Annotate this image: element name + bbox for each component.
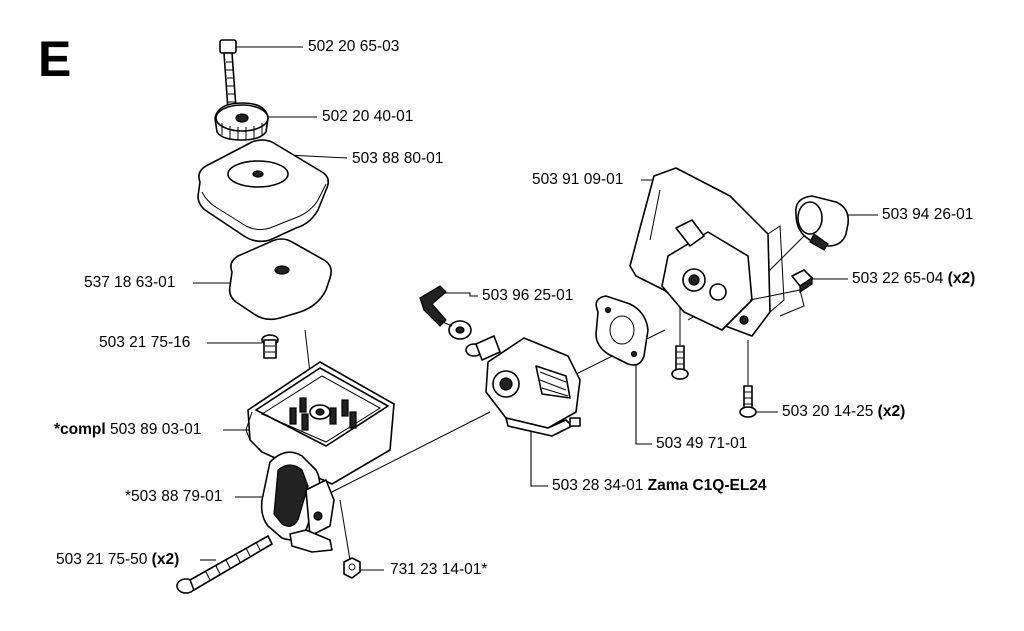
knob-part	[214, 102, 269, 141]
part-number: 503 89 03-01	[110, 421, 202, 438]
gasket-part	[595, 295, 649, 366]
label-long-screw: 503 21 75-50 (x2)	[56, 551, 179, 569]
label-filter-housing: *compl 503 89 03-01	[54, 421, 201, 439]
part-number: 503 22 65-04	[852, 270, 944, 287]
carburetor-part	[465, 335, 581, 437]
label-throttle-lever: 503 96 25-01	[482, 287, 573, 305]
part-number: 503 20 14-25	[782, 403, 874, 420]
primer-cover-part	[260, 451, 335, 553]
label-bolt-top: 502 20 65-03	[308, 38, 399, 56]
label-knob: 502 20 40-01	[322, 108, 413, 126]
carburetor-model: Zama C1Q-EL24	[647, 477, 767, 494]
part-number: 502 20 65-03	[308, 38, 400, 55]
part-number: *503 88 79-01	[125, 488, 223, 505]
quantity: (x2)	[947, 270, 976, 287]
label-boot: 503 94 26-01	[882, 206, 973, 224]
nut-part	[343, 557, 361, 579]
filter-part	[228, 238, 332, 321]
label-screw-right: 503 20 14-25 (x2)	[782, 403, 905, 421]
filter-cover-part	[197, 139, 330, 243]
part-prefix: *compl	[54, 421, 106, 438]
section-letter: E	[38, 31, 72, 87]
part-number: 503 88 80-01	[352, 150, 444, 167]
part-number: 503 21 75-16	[99, 334, 191, 351]
part-number: 503 91 09-01	[532, 171, 624, 188]
label-filter: 537 18 63-01	[84, 274, 175, 292]
label-gasket: 503 49 71-01	[656, 435, 747, 453]
label-filter-cover: 503 88 80-01	[352, 150, 443, 168]
part-number: 503 94 26-01	[882, 206, 974, 223]
part-number: 503 28 34-01	[552, 477, 644, 494]
intake-adapter-part	[629, 167, 805, 337]
part-number: 503 96 25-01	[482, 287, 574, 304]
small-screw-part	[261, 334, 279, 359]
part-number: 731 23 14-01*	[390, 561, 488, 578]
clip-part	[791, 269, 813, 294]
part-number: 502 20 40-01	[322, 108, 414, 125]
label-intake-adapter: 503 91 09-01	[532, 171, 623, 189]
quantity: (x2)	[151, 551, 180, 568]
housing-pegs	[289, 397, 357, 431]
bolt-top-part	[219, 39, 237, 111]
long-screw-part	[176, 535, 273, 594]
filter-housing-part	[245, 361, 395, 485]
quantity: (x2)	[877, 403, 906, 420]
label-small-screw: 503 21 75-16	[99, 334, 190, 352]
part-number: 503 49 71-01	[656, 435, 748, 452]
label-primer-cover: *503 88 79-01	[125, 488, 222, 506]
part-number: 537 18 63-01	[84, 274, 176, 291]
screws-right-part	[671, 345, 757, 418]
label-clip: 503 22 65-04 (x2)	[852, 270, 975, 288]
part-number: 503 21 75-50	[56, 551, 148, 568]
boot-part	[795, 195, 850, 251]
label-carburetor: 503 28 34-01 Zama C1Q-EL24	[552, 477, 767, 495]
label-nut: 731 23 14-01*	[390, 561, 487, 579]
throttle-lever-part	[419, 285, 472, 340]
